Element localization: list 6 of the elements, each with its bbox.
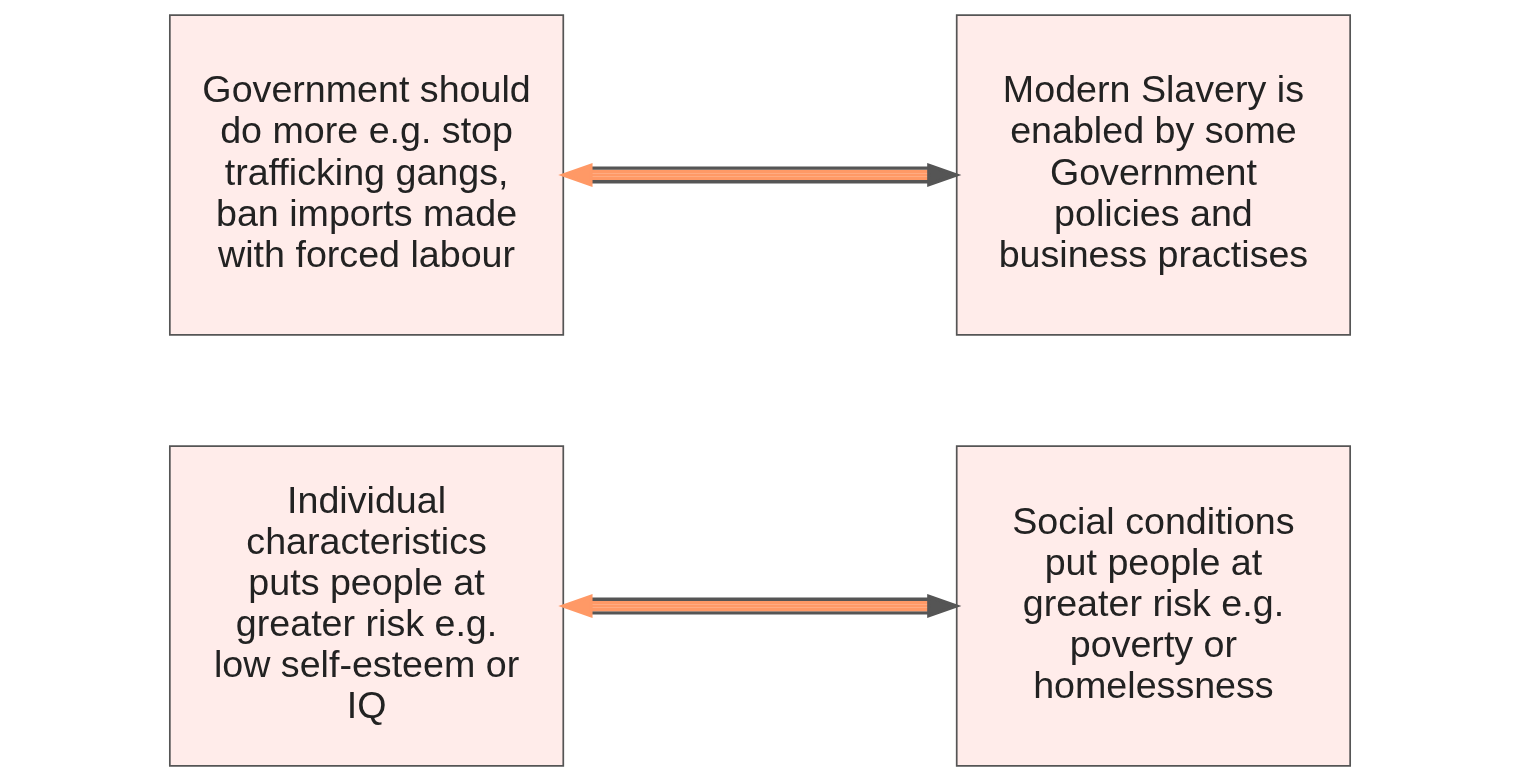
node-box: Social conditions put people at greater risk e.g. poverty or homelessness xyxy=(955,445,1351,767)
node-box: Modern Slavery is enabled by some Government policies and business practises xyxy=(955,14,1351,336)
arrow xyxy=(557,594,961,619)
node-box: Government should do more e.g. stop trafficking gangs, ban imports made with forced labour xyxy=(168,14,564,336)
node-box: Individual characteristics puts people at greater risk e.g. low self-esteem or IQ xyxy=(168,445,564,767)
arrow xyxy=(557,162,961,187)
